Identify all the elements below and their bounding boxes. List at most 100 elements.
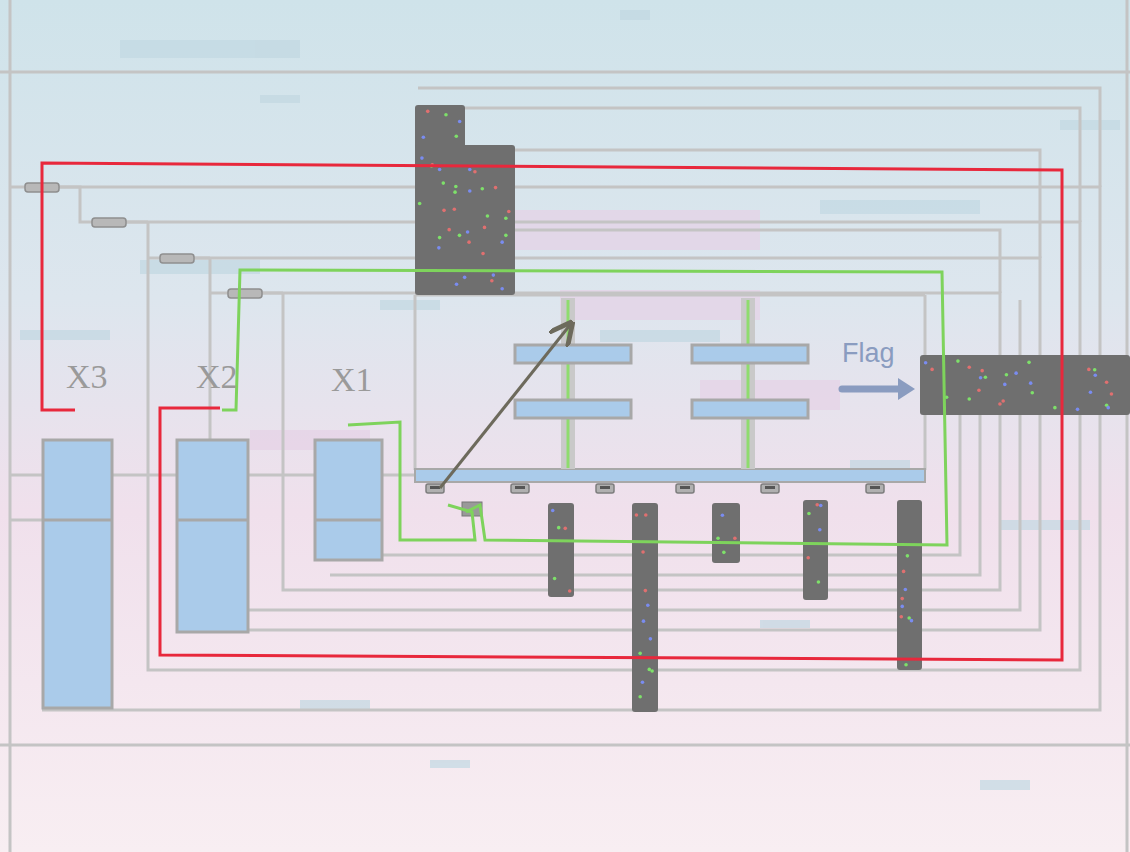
ore-dot [1003,383,1007,387]
ore-dot [807,512,811,516]
cloud-patch [120,40,300,58]
wire [1126,0,1129,852]
red-signal-path [42,163,1062,660]
ore-dot [466,230,470,234]
cloud-patch [380,300,440,310]
ore-dot [641,550,645,554]
sensor-mark [765,486,775,489]
ore-dot [1027,361,1031,365]
ore-dot [507,210,511,214]
ore-dot [998,402,1002,406]
blue-rail [415,469,925,482]
wire [0,71,1130,74]
ore-dot [819,504,823,508]
cloud-patch [850,460,910,468]
signal-paths [42,163,1062,660]
stone-block [897,500,922,670]
ore-dot [492,273,496,277]
ore-dot [453,190,457,194]
ore-dot [716,536,720,540]
ore-dot [1029,381,1033,385]
piston-plate [692,400,808,418]
green-signal-path [222,270,947,545]
ore-dot [902,570,906,574]
ore-dot [422,135,426,139]
stone-block [920,355,1130,415]
wire [9,0,12,852]
cloud-patch [820,200,980,214]
ore-dot [454,134,458,138]
ore-dot [480,187,484,191]
ore-dot [1014,371,1018,375]
ore-dot [956,359,960,363]
column-divider [177,519,248,522]
ore-dot [500,240,504,244]
ore-dot [454,185,458,189]
ore-dot [426,110,430,114]
post-signal [747,300,750,468]
column-divider [315,519,382,522]
sensor [676,484,694,493]
sensor [511,484,529,493]
ore-dot [553,577,557,581]
flag-arrow [842,386,902,393]
blue-column [43,440,112,708]
ore-dot [473,170,477,174]
ore-dot [900,597,904,601]
input-label: X2 [196,360,238,394]
post [741,298,755,469]
ore-dot [455,282,459,286]
ore-dot [638,652,642,656]
ore-dot [1030,391,1034,395]
ore-dot [494,186,498,190]
ore-dot [551,509,555,513]
ore-dot [644,513,648,517]
sensor [761,484,779,493]
ore-dot [483,226,487,230]
ore-dot [1106,406,1110,410]
sensor-mark [870,486,880,489]
ore-dot [733,536,737,540]
ore-dot [906,554,910,558]
ore-dot [504,216,508,220]
sensor [866,484,884,493]
ore-dot [644,589,648,593]
ore-dot [642,619,646,623]
ore-dot [641,680,645,684]
stone-block [712,503,740,563]
ore-dot [900,605,904,609]
wire [360,360,960,555]
ore-dot [635,513,639,517]
column-divider [43,519,112,522]
ore-dot [458,234,462,238]
wire [193,257,210,260]
stone-block [548,503,574,597]
ore-dot [468,168,472,172]
ore-dot [977,388,981,392]
piston-plate [515,400,631,418]
ore-dot [420,156,424,160]
sensor-mark [515,486,525,489]
stone-block [632,503,658,712]
ore-dot [504,234,508,238]
ore-dot [967,366,971,370]
ore-dot [1093,368,1097,372]
ore-dot [1110,392,1114,396]
piston-plate [515,345,631,363]
wire [0,744,1130,747]
ore-dot [722,551,726,555]
flag-arrowhead [898,378,915,400]
blue-column [177,440,248,632]
blue-column [315,440,382,560]
ore-dot [418,202,422,206]
ore-dot [1053,406,1057,410]
ore-dot [649,637,653,641]
ore-dot [563,527,567,531]
cloud-patch [430,760,470,768]
ore-dot [442,209,446,213]
sensor-mark [430,486,440,489]
cloud-patch [1000,520,1090,530]
ore-dot [557,526,561,530]
wire [414,295,417,470]
